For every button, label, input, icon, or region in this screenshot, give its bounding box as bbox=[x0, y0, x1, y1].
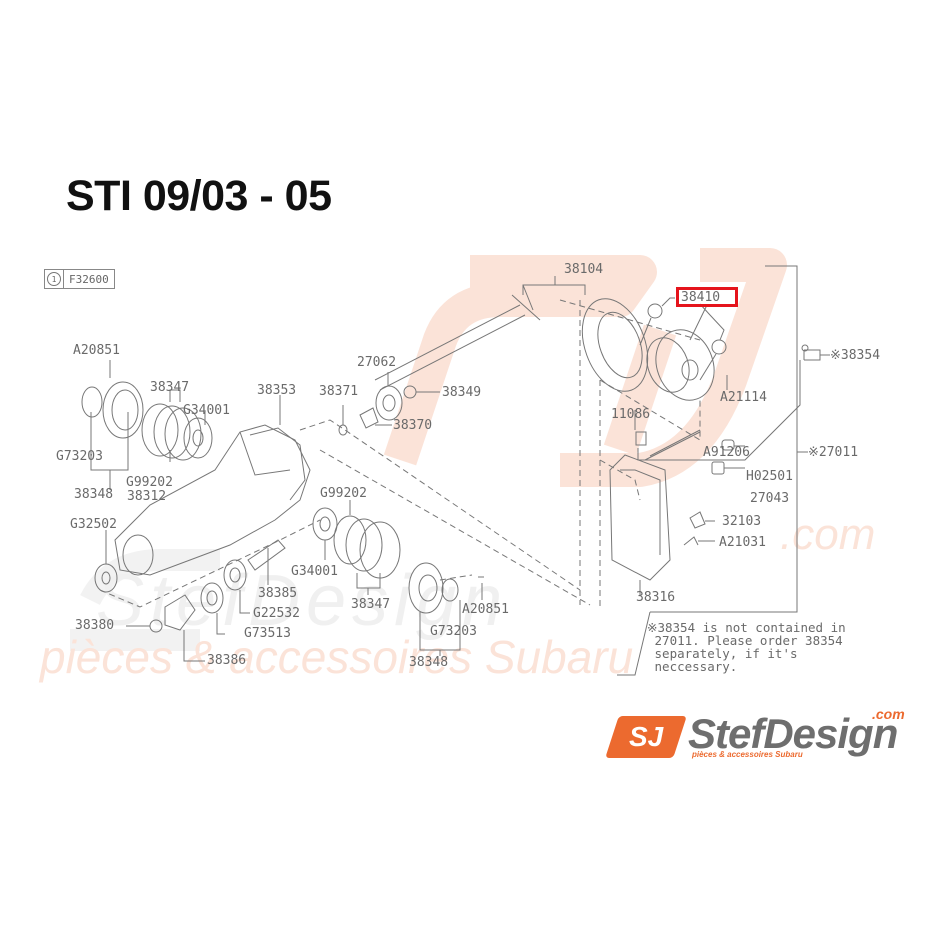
part-label-38370: 38370 bbox=[393, 418, 433, 433]
logo-domain: .com bbox=[872, 706, 905, 722]
watermark-brand: StefDesign bbox=[96, 561, 509, 641]
part-label-38347: 38347 bbox=[150, 380, 190, 395]
part-label-G34001-b: G34001 bbox=[291, 564, 338, 579]
part-label-38386: 38386 bbox=[207, 653, 247, 668]
part-label-38104: 38104 bbox=[564, 262, 604, 277]
watermark-com: .com bbox=[780, 510, 876, 559]
part-label-A21031: A21031 bbox=[719, 535, 766, 550]
logo-name: StefDesign bbox=[688, 710, 898, 757]
reference-code: F32600 bbox=[69, 272, 109, 286]
part-label-38385: 38385 bbox=[258, 586, 298, 601]
part-label-38353: 38353 bbox=[257, 383, 297, 398]
page-title: STI 09/03 - 05 bbox=[66, 172, 332, 220]
part-label-G32502: G32502 bbox=[70, 517, 117, 532]
part-label-38410: 38410 bbox=[681, 290, 721, 305]
part-label-32103: 32103 bbox=[722, 514, 762, 529]
part-label-38347-b: 38347 bbox=[351, 597, 391, 612]
part-label-38348-b: 38348 bbox=[409, 655, 449, 670]
part-label-G73203: G73203 bbox=[56, 449, 103, 464]
footnote: ※38354 is not contained in 27011. Please… bbox=[647, 620, 846, 674]
stefdesign-logo: SJ StefDesign .com pièces & accessoires … bbox=[605, 706, 922, 762]
part-label-38312: 38312 bbox=[127, 489, 167, 504]
part-label-38349: 38349 bbox=[442, 385, 482, 400]
part-label-38380: 38380 bbox=[75, 618, 115, 633]
part-label-G73203-b: G73203 bbox=[430, 624, 477, 639]
part-label-A20851-b: A20851 bbox=[462, 602, 509, 617]
part-label-G99202-b: G99202 bbox=[320, 486, 367, 501]
part-label-A21114: A21114 bbox=[720, 390, 767, 405]
part-label-A20851: A20851 bbox=[73, 343, 120, 358]
highlighted-part-box bbox=[676, 287, 738, 307]
part-label-G73513: G73513 bbox=[244, 626, 291, 641]
part-label-27062: 27062 bbox=[357, 355, 397, 370]
logo-tagline: pièces & accessoires Subaru bbox=[692, 750, 803, 759]
part-label-G22532: G22532 bbox=[253, 606, 300, 621]
logo-badge: SJ bbox=[605, 716, 687, 758]
part-label-H02501: H02501 bbox=[746, 469, 793, 484]
reference-box: 1 F32600 bbox=[44, 269, 115, 289]
part-label-27011: ※27011 bbox=[808, 445, 859, 460]
watermark-tagline: pièces & accessoires Subaru bbox=[40, 631, 634, 683]
part-label-38316: 38316 bbox=[636, 590, 676, 605]
part-label-11086: 11086 bbox=[611, 407, 651, 422]
part-label-38371: 38371 bbox=[319, 384, 359, 399]
part-label-38348: 38348 bbox=[74, 487, 114, 502]
part-label-38354: ※38354 bbox=[830, 348, 881, 363]
part-label-G99202: G99202 bbox=[126, 475, 173, 490]
part-label-27043: 27043 bbox=[750, 491, 790, 506]
reference-circle: 1 bbox=[45, 270, 64, 288]
part-label-A91206: A91206 bbox=[703, 445, 750, 460]
part-label-G34001: G34001 bbox=[183, 403, 230, 418]
